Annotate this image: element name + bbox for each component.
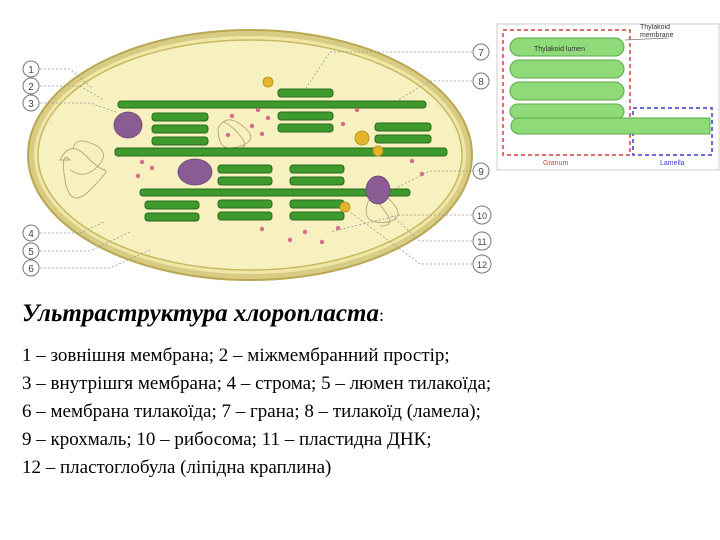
figure-title-text: Ультраструктура хлоропласта (22, 300, 379, 327)
plastoglobule (372, 145, 384, 157)
starch-grain (113, 111, 143, 139)
inset-label-granum: Granum (543, 160, 568, 167)
svg-text:2: 2 (28, 82, 34, 93)
granum-thylakoid (144, 200, 200, 210)
leader-lines (40, 51, 472, 269)
svg-text:9: 9 (478, 167, 484, 178)
plastoglobule (354, 130, 370, 146)
inset-thylakoid (509, 59, 625, 79)
inset-thylakoid (509, 81, 625, 101)
callout-8: 8 (472, 72, 490, 90)
callout-12: 12 (472, 254, 492, 274)
svg-text:4: 4 (28, 229, 34, 240)
callout-2: 2 (22, 77, 40, 95)
plastoglobule (339, 201, 351, 213)
legend-line: 1 – зовнішня мембрана; 2 – міжмембранний… (22, 345, 450, 366)
starch-grain (365, 175, 391, 205)
thylakoid-system (114, 88, 448, 222)
figure-title: Ультраструктура хлоропласта: (22, 300, 384, 328)
granum-inset: Thylakoid lumen Thylakoid membrane Granu… (496, 23, 720, 171)
inset-thylakoid (509, 37, 625, 57)
legend-line: 12 – пластоглобула (ліпідна краплина) (22, 457, 332, 478)
starch-grains (113, 111, 391, 205)
granum-thylakoid (217, 199, 273, 209)
starch-grain (177, 158, 213, 186)
svg-text:8: 8 (478, 77, 484, 88)
granum-thylakoid (289, 211, 345, 221)
granum-thylakoid (217, 211, 273, 221)
callout-5: 5 (22, 242, 40, 260)
stroma-lamella (139, 188, 411, 197)
inset-thylakoids (509, 37, 711, 135)
granum-thylakoid (217, 164, 273, 174)
membrane-pointer (624, 37, 669, 41)
inset-thylakoid (509, 103, 625, 120)
plastoglobules (262, 76, 384, 213)
callout-7: 7 (472, 43, 490, 61)
inset-label-membrane: Thylakoid membrane (640, 24, 674, 39)
plastoglobule (262, 76, 274, 88)
granum-box (502, 29, 631, 156)
granum-thylakoid (277, 123, 334, 133)
callout-6: 6 (22, 259, 40, 277)
svg-text:6: 6 (28, 264, 34, 275)
chloroplast (27, 29, 473, 281)
granum-thylakoid (374, 134, 432, 144)
granum-thylakoid (144, 212, 200, 222)
svg-text:12: 12 (477, 260, 487, 270)
stroma-lamella (114, 147, 448, 157)
granum-thylakoid (374, 122, 432, 132)
inset-lamella (510, 117, 711, 135)
inset-label-lumen: Thylakoid lumen (534, 46, 585, 53)
legend-line: 3 – внутрішгя мембрана; 4 – строма; 5 – … (22, 373, 492, 394)
callout-1: 1 (22, 60, 40, 78)
callouts-left: 1 2 3 4 5 6 (22, 60, 40, 277)
callout-4: 4 (22, 224, 40, 242)
legend-line: 6 – мембрана тилакоїда; 7 – грана; 8 – т… (22, 401, 481, 422)
svg-text:7: 7 (478, 48, 484, 59)
granum-thylakoid (151, 124, 209, 134)
granum-thylakoid (277, 111, 334, 121)
callout-10: 10 (472, 205, 492, 225)
legend: 1 – зовнішня мембрана; 2 – міжмембранний… (22, 342, 491, 482)
inset-label-lamella: Lamella (660, 160, 685, 167)
granum-thylakoid (217, 176, 273, 186)
callout-3: 3 (22, 94, 40, 112)
svg-text:5: 5 (28, 247, 34, 258)
svg-text:1: 1 (28, 65, 34, 76)
stroma-lamella (117, 100, 427, 109)
granum-thylakoid (289, 176, 345, 186)
callout-11: 11 (472, 231, 492, 251)
granum-thylakoid (151, 112, 209, 122)
granum-thylakoid (277, 88, 334, 98)
granum-thylakoid (151, 136, 209, 146)
svg-text:10: 10 (477, 211, 487, 221)
ribosomes (135, 107, 425, 245)
callout-9: 9 (472, 162, 490, 180)
granum-thylakoid (289, 199, 345, 209)
figure-title-colon: : (378, 305, 384, 325)
granum-thylakoid (289, 164, 345, 174)
svg-text:3: 3 (28, 99, 34, 110)
svg-text:11: 11 (477, 237, 486, 247)
callouts-right: 7 8 9 10 11 12 (472, 43, 492, 274)
legend-line: 9 – крохмаль; 10 – рибосома; 11 – пласти… (22, 429, 432, 450)
chloroplast-diagram: 1 2 3 4 5 6 7 8 9 10 11 12 Thylakoid lum… (22, 23, 720, 281)
